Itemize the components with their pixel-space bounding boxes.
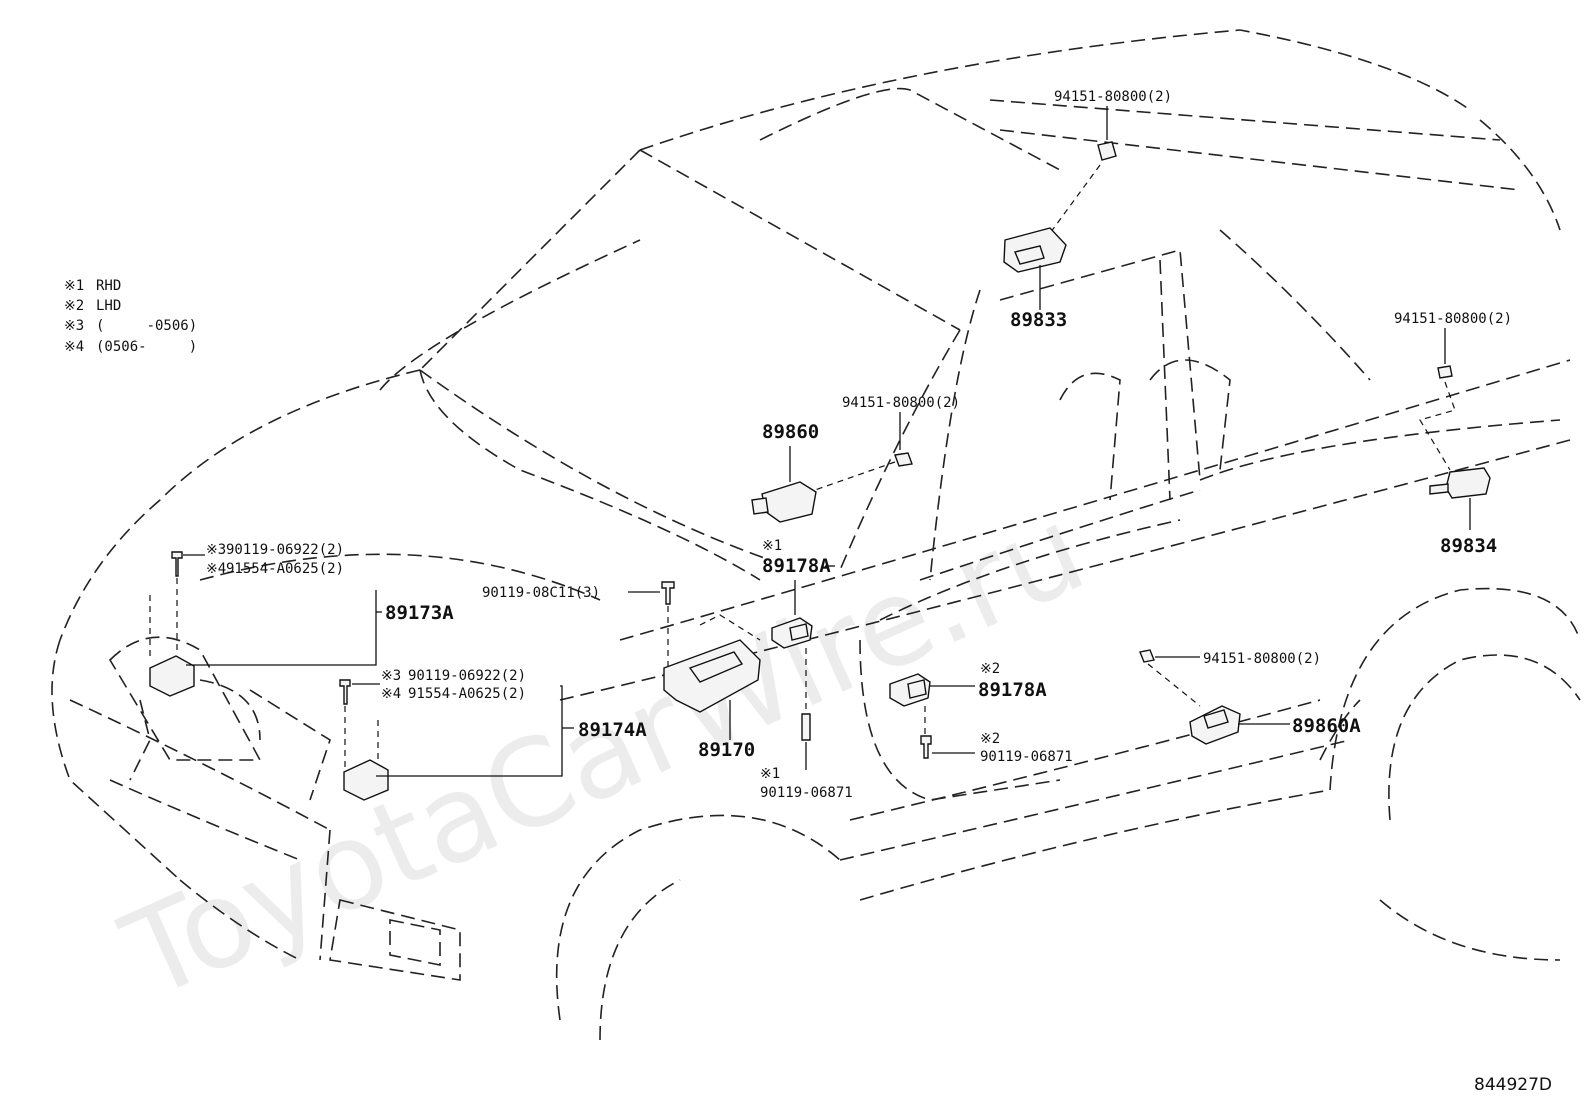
note-text-1: RHD [96, 278, 121, 294]
bolt-89173A-label-2: 91554-A0625(2) [226, 561, 344, 577]
bolt-icon [339, 679, 351, 705]
notes-legend: ※1 RHD ※2 LHD ※3 ( -0506) ※4 (0506- ) [64, 278, 197, 355]
vehicle-outline [51, 29, 1581, 1041]
part-label-89834: 89834 [1440, 535, 1497, 557]
part-label-89173A: 89173A [385, 602, 454, 624]
note-mark-4: ※4 [64, 339, 84, 355]
bolt-icon [801, 713, 811, 741]
mark-lhd-bolt: ※2 [980, 731, 1000, 747]
part-label-89860: 89860 [762, 421, 819, 443]
bolt-rhd-label: 90119-06871 [760, 785, 853, 801]
part-89834[interactable]: 94151-80800(2) 89834 [1394, 311, 1512, 557]
sensor-icon [149, 655, 195, 697]
bolt-89170-label: 90119-08C11(3) [482, 585, 600, 601]
nut-top-label: 94151-80800(2) [1054, 89, 1172, 105]
part-label-89170: 89170 [698, 739, 755, 761]
nut-center-label: 94151-80800(2) [842, 395, 960, 411]
nut-icon [894, 452, 913, 467]
mark-4a: ※4 [206, 561, 226, 577]
part-89178A-lhd[interactable]: ※2 89178A ※2 90119-06871 [889, 661, 1073, 765]
mark-3b: ※3 [381, 668, 401, 684]
note-mark-3: ※3 [64, 318, 84, 334]
part-89174A[interactable]: ※3 90119-06922(2) ※4 91554-A0625(2) 8917… [339, 668, 647, 801]
nut-icon [1139, 649, 1155, 663]
part-89178A-rhd[interactable]: ※1 89178A ※1 90119-06871 [760, 538, 853, 801]
bolt-89174A-label-2: 91554-A0625(2) [408, 686, 526, 702]
part-label-89178A-lhd: 89178A [978, 679, 1047, 701]
part-label-89833: 89833 [1010, 309, 1067, 331]
note-text-3: ( -0506) [96, 318, 197, 334]
sensor-icon [343, 759, 389, 801]
part-89170[interactable]: 90119-08C11(3) 89170 [482, 581, 761, 761]
bolt-icon [661, 581, 675, 605]
part-label-89178A-rhd: 89178A [762, 555, 831, 577]
bolt-89174A-label-1: 90119-06922(2) [408, 668, 526, 684]
bolt-icon [171, 551, 183, 577]
note-mark-2: ※2 [64, 298, 84, 314]
part-89860[interactable]: 89860 94151-80800(2) [751, 395, 960, 523]
nut-right-label: 94151-80800(2) [1394, 311, 1512, 327]
mark-3a: ※3 [206, 542, 226, 558]
mark-lhd: ※2 [980, 661, 1000, 677]
nut-icon [1437, 365, 1453, 379]
sensor-icon [761, 481, 817, 523]
part-89833[interactable]: 94151-80800(2) 89833 [1003, 89, 1172, 331]
part-89860A[interactable]: 94151-80800(2) 89860A [1139, 649, 1361, 745]
mark-4b: ※4 [381, 686, 401, 702]
part-89173A[interactable]: ※3 90119-06922(2) ※4 91554-A0625(2) 8917… [149, 542, 454, 697]
part-label-89860A: 89860A [1292, 715, 1361, 737]
bolt-icon [920, 735, 932, 759]
note-text-2: LHD [96, 298, 121, 314]
mark-rhd: ※1 [762, 538, 782, 554]
note-mark-1: ※1 [64, 278, 84, 294]
nut-lower-label: 94151-80800(2) [1203, 651, 1321, 667]
sensor-icon [1445, 467, 1491, 499]
note-text-4: (0506- ) [96, 339, 197, 355]
bolt-89173A-label-1: 90119-06922(2) [226, 542, 344, 558]
bolt-lhd-label: 90119-06871 [980, 749, 1073, 765]
mark-rhd-bolt: ※1 [760, 766, 780, 782]
part-label-89174A: 89174A [578, 719, 647, 741]
nut-icon [1097, 141, 1117, 161]
diagram-id: 844927D [1474, 1075, 1552, 1095]
